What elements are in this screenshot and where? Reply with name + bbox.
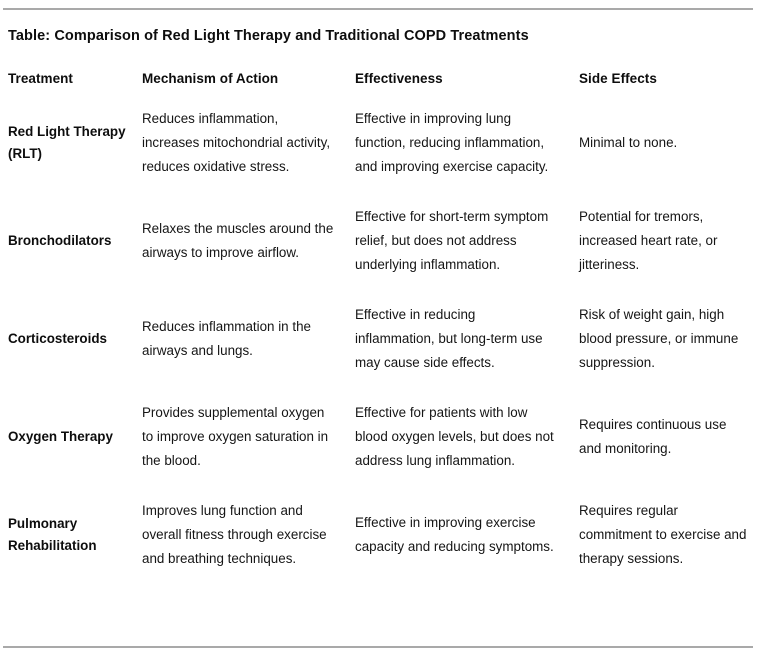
column-header-side-effects: Side Effects xyxy=(579,70,657,86)
cell-side-effects: Requires regular commitment to exercise … xyxy=(579,503,747,566)
cell-mechanism: Relaxes the muscles around the airways t… xyxy=(142,221,334,260)
cell-side-effects: Minimal to none. xyxy=(579,135,678,150)
cell-side-effects: Potential for tremors, increased heart r… xyxy=(579,209,718,272)
cell-treatment: Pulmonary Rehabilitation xyxy=(8,516,97,553)
bottom-horizontal-rule xyxy=(3,646,753,648)
cell-treatment: Corticosteroids xyxy=(8,331,107,346)
cell-treatment: Bronchodilators xyxy=(8,233,112,248)
cell-effectiveness: Effective in reducing inflammation, but … xyxy=(355,307,543,370)
cell-mechanism: Provides supplemental oxygen to improve … xyxy=(142,405,329,468)
cell-mechanism: Reduces inflammation in the airways and … xyxy=(142,319,311,358)
comparison-table: Treatment Mechanism of Action Effectiven… xyxy=(0,62,759,584)
cell-effectiveness: Effective for short-term symptom relief,… xyxy=(355,209,549,272)
table-header-row: Treatment Mechanism of Action Effectiven… xyxy=(0,62,759,94)
cell-mechanism: Reduces inflammation, increases mitochon… xyxy=(142,111,331,174)
cell-effectiveness: Effective in improving exercise capacity… xyxy=(355,515,554,554)
table-title: Table: Comparison of Red Light Therapy a… xyxy=(8,28,529,44)
cell-side-effects: Requires continuous use and monitoring. xyxy=(579,417,727,456)
column-header-effectiveness: Effectiveness xyxy=(355,70,443,86)
cell-treatment: Oxygen Therapy xyxy=(8,429,113,444)
top-horizontal-rule xyxy=(3,8,753,10)
table-row: Red Light Therapy (RLT) Reduces inflamma… xyxy=(0,94,759,192)
table-row: Oxygen Therapy Provides supplemental oxy… xyxy=(0,388,759,486)
table-row: Corticosteroids Reduces inflammation in … xyxy=(0,290,759,388)
cell-mechanism: Improves lung function and overall fitne… xyxy=(142,503,327,566)
cell-treatment: Red Light Therapy (RLT) xyxy=(8,124,126,161)
cell-effectiveness: Effective in improving lung function, re… xyxy=(355,111,549,174)
table-row: Pulmonary Rehabilitation Improves lung f… xyxy=(0,486,759,584)
column-header-treatment: Treatment xyxy=(8,70,73,86)
cell-side-effects: Risk of weight gain, high blood pressure… xyxy=(579,307,739,370)
column-header-mechanism: Mechanism of Action xyxy=(142,70,279,86)
cell-effectiveness: Effective for patients with low blood ox… xyxy=(355,405,554,468)
table-row: Bronchodilators Relaxes the muscles arou… xyxy=(0,192,759,290)
